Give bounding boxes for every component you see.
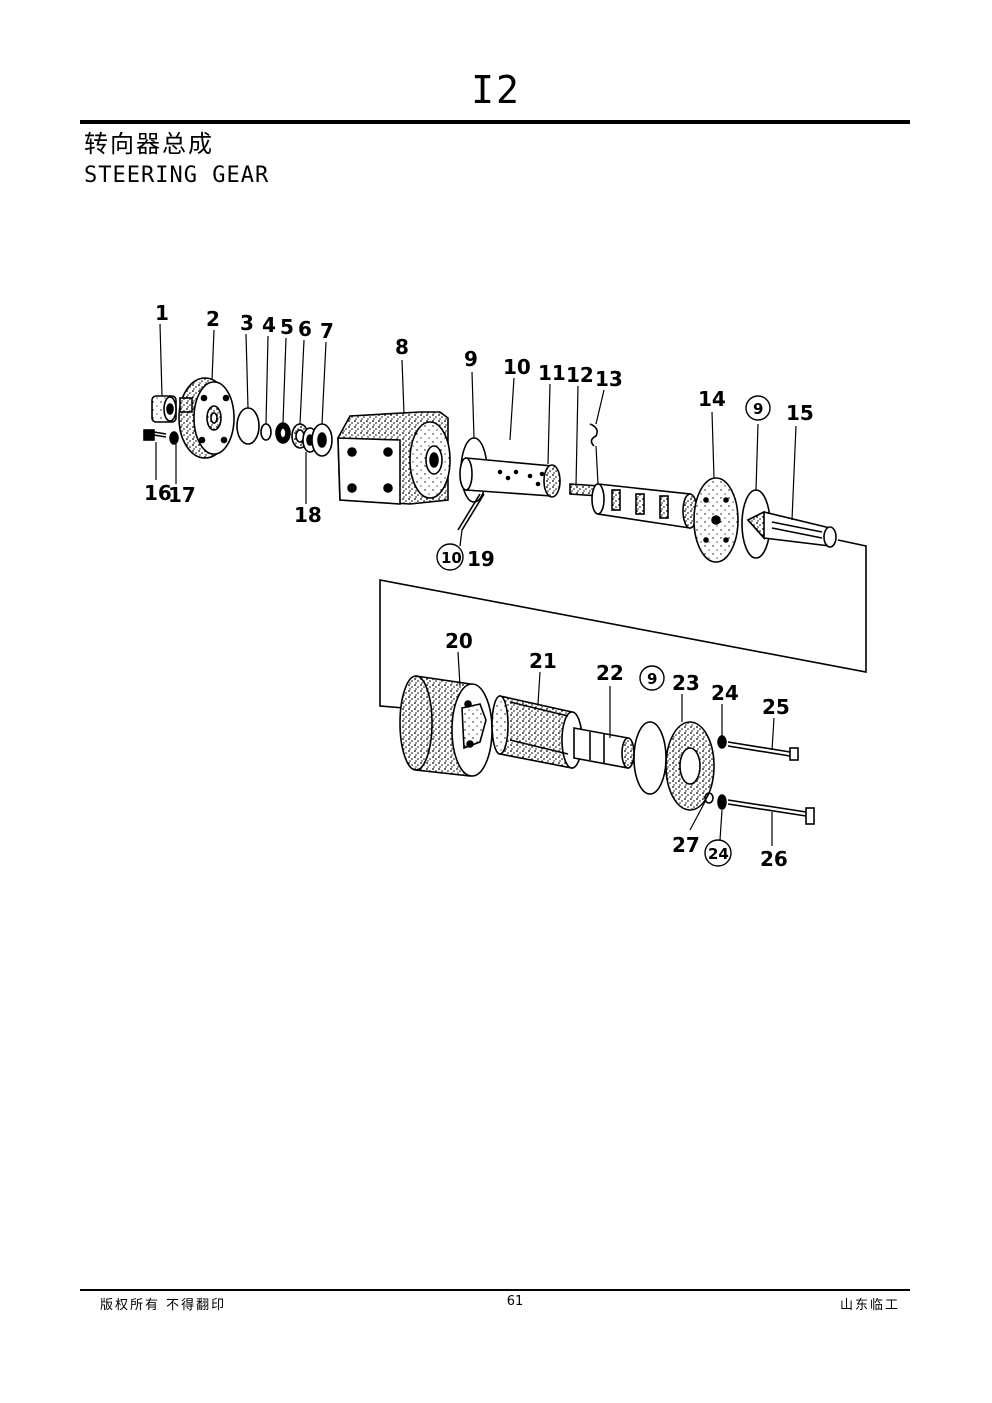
part-7-washer (311, 423, 333, 457)
callout-7: 7 (320, 319, 334, 343)
callout-4: 4 (262, 313, 276, 337)
part-9-o-ring-3 (633, 721, 667, 795)
callout-27: 27 (672, 833, 700, 857)
callout-24: 24 (711, 681, 739, 705)
part-13-spring-clip (589, 423, 598, 447)
part-21-rotor (491, 695, 583, 769)
callout-circle-24 (704, 839, 732, 867)
part-1-nut (151, 395, 177, 423)
part-15-drive-shaft (746, 510, 837, 548)
callout-6: 6 (298, 317, 312, 341)
spool (591, 483, 698, 529)
part-27-washer (704, 792, 714, 804)
callout-3: 3 (240, 311, 254, 335)
callout-8: 8 (395, 335, 409, 359)
callout-22: 22 (596, 661, 624, 685)
callout-13: 13 (595, 367, 623, 391)
callout-numbers: 1 2 3 4 5 6 7 8 9 10 11 12 13 14 9 15 16… (144, 301, 814, 871)
title-chinese: 转向器总成 (84, 130, 214, 158)
callout-15: 15 (786, 401, 814, 425)
callout-11: 11 (538, 361, 566, 385)
part-23-end-cover (665, 721, 715, 811)
part-20-housing (399, 675, 493, 777)
callout-9: 9 (464, 347, 478, 371)
callout-circle-10 (436, 543, 464, 571)
connection-outline (379, 539, 867, 709)
callout-circle-9b (639, 665, 665, 691)
part-11-sleeve (459, 457, 561, 498)
part-3-o-ring (236, 407, 260, 445)
callout-25: 25 (762, 695, 790, 719)
part-5-seal (275, 422, 291, 444)
header-rule (80, 120, 910, 124)
footer-page-number: 61 (506, 1294, 524, 1309)
callout-1: 1 (155, 301, 169, 325)
title-english: STEERING GEAR (84, 163, 270, 188)
callout-9-circled-2: 9 (647, 670, 657, 688)
callout-26: 26 (760, 847, 788, 871)
footer-company: 山东临工 (839, 1298, 900, 1313)
part-2-front-cover (178, 377, 235, 459)
part-19-pin (457, 493, 485, 531)
footer-copyright: 版权所有 不得翻印 (100, 1298, 227, 1313)
part-16-bolt (143, 429, 167, 441)
callout-23: 23 (672, 671, 700, 695)
part-25-bolt (727, 741, 799, 761)
callout-14: 14 (698, 387, 726, 411)
callout-24-circled: 24 (708, 845, 729, 863)
callout-10: 10 (503, 355, 531, 379)
callout-9-circled: 9 (753, 400, 763, 418)
callout-10-circled: 10 (441, 549, 462, 567)
part-8-valve-body (337, 411, 451, 505)
callout-2: 2 (206, 307, 220, 331)
leader-lines (155, 323, 797, 846)
callout-12: 12 (566, 363, 594, 387)
callout-5: 5 (280, 315, 294, 339)
callout-18: 18 (294, 503, 322, 527)
part-14-plate (693, 477, 739, 563)
footer-rule (80, 1289, 910, 1291)
part-24-washer (717, 735, 727, 749)
callout-circle-9 (745, 395, 771, 421)
part-24-washer-2 (717, 794, 727, 810)
callout-20: 20 (445, 629, 473, 653)
callout-17: 17 (168, 483, 196, 507)
part-22-coupling (573, 727, 635, 769)
callout-21: 21 (529, 649, 557, 673)
callout-19: 19 (467, 547, 495, 571)
part-26-bolt (727, 799, 815, 825)
callout-16: 16 (144, 481, 172, 505)
page-code: I2 (471, 68, 521, 112)
part-4-ring (260, 423, 272, 441)
part-17-washer (169, 431, 179, 445)
